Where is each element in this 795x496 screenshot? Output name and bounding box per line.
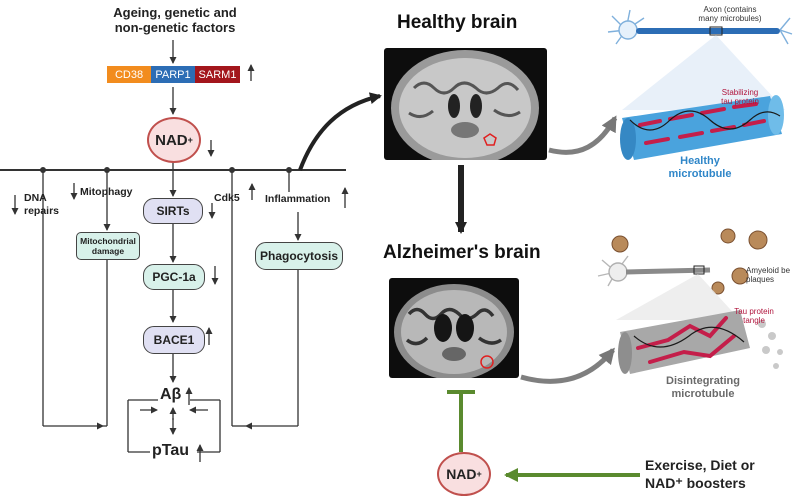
nad-booster-label: NAD (446, 466, 477, 482)
phagocytosis-node: Phagocytosis (255, 242, 343, 270)
brain-mri-image (391, 50, 539, 160)
amyloid-plaques-label: Amyeloid be plaques (746, 266, 791, 284)
axon (636, 28, 780, 34)
microtubule-icon (618, 310, 783, 374)
nad-booster-node: NAD+ (437, 452, 491, 496)
microtubule-icon (620, 95, 784, 160)
bace1-node: BACE1 (143, 326, 205, 354)
tau-tangle-label: Tau protein tangle (734, 307, 774, 325)
axon-note: Axon (contains many microbules) (698, 5, 762, 23)
soma (618, 20, 638, 40)
healthy-brain-mri (384, 48, 547, 160)
stabilizing-tau-label: Stabilizing tau protein (721, 88, 759, 106)
nad-superscript: + (187, 135, 193, 145)
soma (608, 262, 628, 282)
healthy-neuron-illustration (607, 9, 793, 160)
dna-repairs-label: DNA repairs (24, 192, 60, 217)
cdk5-label: Cdk5 (214, 192, 240, 204)
inflammation-label: Inflammation (265, 193, 331, 205)
interventions-label: Exercise, Diet or NAD⁺ boosters (645, 457, 755, 491)
neuron-icon (607, 9, 793, 45)
sarm1-tag: SARM1 (195, 66, 240, 83)
alzheimers-brain-title: Alzheimer's brain (383, 242, 541, 263)
healthy-microtubule-label: Healthy microtubule (668, 155, 732, 180)
diseased-neuron-illustration (597, 228, 783, 374)
axon (625, 267, 711, 275)
nad-booster-superscript: + (476, 469, 482, 479)
ptau-label: pTau (152, 442, 190, 459)
amyloid-plaque-icon (611, 228, 768, 295)
healthy-brain-title: Healthy brain (397, 12, 518, 33)
disintegrating-microtubule-label: Disintegrating microtubule (666, 375, 740, 400)
mitochondrial-damage-box: Mitochondrial damage (76, 232, 140, 260)
pgc1a-node: PGC-1a (143, 264, 205, 290)
factors-title: Ageing, genetic and non-genetic factors (113, 5, 237, 35)
alzheimers-brain-mri (389, 278, 519, 378)
mitophagy-label: Mitophagy (80, 186, 133, 198)
nad-label: NAD (155, 131, 188, 149)
neuron-icon (597, 255, 629, 287)
cd38-tag: CD38 (107, 66, 151, 83)
abeta-label: Aβ (160, 386, 182, 403)
brain-mri-image (394, 284, 514, 378)
sirts-node: SIRTs (143, 198, 203, 224)
nad-node: NAD+ (147, 117, 201, 163)
parp1-tag: PARP1 (151, 66, 195, 83)
